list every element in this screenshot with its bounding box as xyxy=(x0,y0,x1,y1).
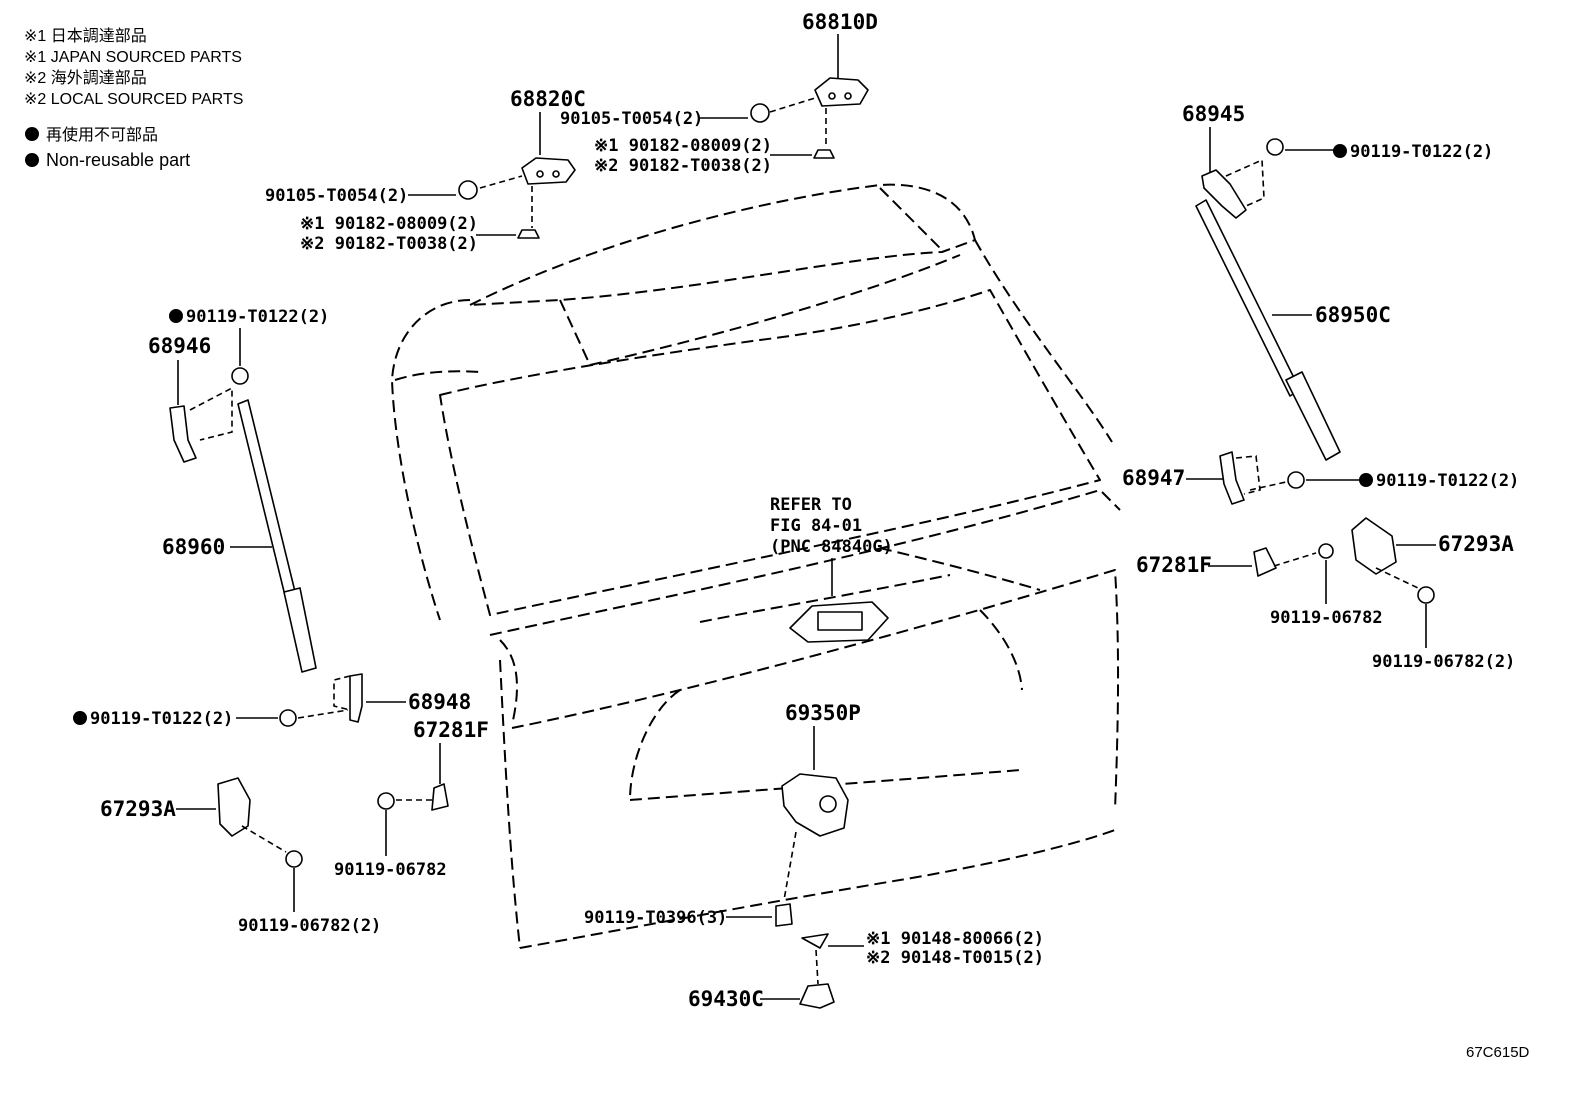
part-label-bolt-67293a-right: 90119-06782(2) xyxy=(1372,652,1515,672)
part-label-nut-left-1: ※1 90182-08009(2) xyxy=(300,214,478,234)
bolt-icon xyxy=(1417,586,1435,604)
part-label-bolt-68945: 90119-T0122(2) xyxy=(1350,142,1493,162)
part-label-bolt-69350p: 90119-T0396(3) xyxy=(584,908,727,928)
bolt-icon xyxy=(775,903,793,927)
legend-line-6: Non-reusable part xyxy=(46,150,190,170)
stopper-icon xyxy=(1253,547,1277,577)
stay-assembly-left: 90119-T0122(2) 68946 68960 xyxy=(148,307,329,673)
nut-icon xyxy=(813,149,835,159)
hinge-68810d: 68810D 90105-T0054(2) ※1 90182-08009(2) … xyxy=(560,10,878,176)
part-label-screw-top: 90105-T0054(2) xyxy=(560,109,703,129)
bolt-icon xyxy=(1287,471,1305,489)
part-label-67293a-left: 67293A xyxy=(100,797,176,821)
bolt-icon xyxy=(1318,543,1334,559)
non-reusable-dot-icon xyxy=(73,711,87,725)
legend-line-5: 再使用不可部品 xyxy=(46,126,158,144)
bracket-icon xyxy=(349,673,363,723)
hinge-68820c: 68820C 90105-T0054(2) ※1 90182-08009(2) … xyxy=(265,87,586,254)
non-reusable-dot-icon xyxy=(25,153,39,167)
bolt-icon xyxy=(231,367,249,385)
bolt-icon xyxy=(1266,138,1284,156)
part-label-68948: 68948 xyxy=(408,690,471,714)
bolt-icon xyxy=(377,792,395,810)
part-label-screw-69430-2: ※2 90148-T0015(2) xyxy=(866,948,1044,968)
non-reusable-dot-icon xyxy=(1333,144,1347,158)
handle-69430c: ※1 90148-80066(2) ※2 90148-T0015(2) 6943… xyxy=(688,929,1044,1011)
part-label-bolt-68946: 90119-T0122(2) xyxy=(186,307,329,327)
legend: ※1 日本調達部品 ※1 JAPAN SOURCED PARTS ※2 海外調達… xyxy=(24,27,243,170)
bracket-68948: 68948 90119-T0122(2) xyxy=(73,673,471,729)
part-label-bolt-68947: 90119-T0122(2) xyxy=(1376,471,1519,491)
bracket-icon xyxy=(169,405,197,463)
figure-code: 67C615D xyxy=(1466,1044,1530,1061)
refer-line-1: REFER TO xyxy=(770,495,852,515)
lock-icon xyxy=(781,773,849,837)
stopper-icon xyxy=(431,783,449,811)
legend-line-2: ※1 JAPAN SOURCED PARTS xyxy=(24,49,242,66)
part-label-bolt-67293a-left: 90119-06782(2) xyxy=(238,916,381,936)
damper-rod-icon xyxy=(237,399,301,617)
bracket-68947: 68947 90119-T0122(2) xyxy=(1122,451,1519,505)
stay-assembly-right: 68945 90119-T0122(2) 68950C xyxy=(1182,102,1493,461)
part-label-67281f-right: 67281F xyxy=(1136,553,1212,577)
nut-icon xyxy=(750,103,770,123)
nut-icon xyxy=(517,229,540,239)
hinge-icon xyxy=(814,77,869,107)
lock-69350p: 69350P 90119-T0396(3) xyxy=(584,701,861,928)
part-label-nut-left-2: ※2 90182-T0038(2) xyxy=(300,234,478,254)
part-label-68946: 68946 xyxy=(148,334,211,358)
part-label-bolt-67281f-left: 90119-06782 xyxy=(334,860,447,880)
bolt-icon xyxy=(285,850,303,868)
stopper-left: 67281F 90119-06782 67293A 90119-06782(2) xyxy=(100,718,489,936)
part-label-nut-top-1: ※1 90182-08009(2) xyxy=(594,136,772,156)
non-reusable-dot-icon xyxy=(25,127,39,141)
legend-line-4: ※2 LOCAL SOURCED PARTS xyxy=(24,91,243,108)
non-reusable-dot-icon xyxy=(1359,473,1373,487)
hinge-icon xyxy=(521,157,576,185)
part-label-68820c: 68820C xyxy=(510,87,586,111)
legend-line-3: ※2 海外調達部品 xyxy=(24,69,147,87)
nut-icon xyxy=(458,180,478,200)
screw-icon xyxy=(801,933,829,949)
handle-cover-icon xyxy=(799,983,835,1009)
bracket-icon xyxy=(1219,451,1245,505)
stopper-right: 67293A 90119-06782(2) 67281F 90119-06782 xyxy=(1136,517,1515,672)
non-reusable-dot-icon xyxy=(169,309,183,323)
part-label-bolt-67281f-right: 90119-06782 xyxy=(1270,608,1383,628)
part-label-screw-69430-1: ※1 90148-80066(2) xyxy=(866,929,1044,949)
damper-cylinder-icon xyxy=(1285,371,1341,461)
stopper-cushion-icon xyxy=(1351,517,1397,575)
part-label-68810d: 68810D xyxy=(802,10,878,34)
refer-line-2: FIG 84-01 xyxy=(770,516,862,536)
part-label-screw-left: 90105-T0054(2) xyxy=(265,186,408,206)
part-label-69350p: 69350P xyxy=(785,701,861,725)
bracket-icon xyxy=(1201,169,1247,219)
refer-note: REFER TO FIG 84-01 (PNC 84840G) xyxy=(770,495,893,643)
damper-rod-icon xyxy=(1195,199,1301,397)
part-label-67293a-right: 67293A xyxy=(1438,532,1514,556)
damper-cylinder-icon xyxy=(283,587,317,673)
part-label-nut-top-2: ※2 90182-T0038(2) xyxy=(594,156,772,176)
part-label-68950c: 68950C xyxy=(1315,303,1391,327)
bolt-icon xyxy=(279,709,297,727)
part-label-68945: 68945 xyxy=(1182,102,1245,126)
back-door-outline xyxy=(391,183,1121,949)
part-label-67281f-left: 67281F xyxy=(413,718,489,742)
part-label-69430c: 69430C xyxy=(688,987,764,1011)
part-label-68947: 68947 xyxy=(1122,466,1185,490)
refer-line-3: (PNC 84840G) xyxy=(770,537,893,557)
part-label-bolt-68948: 90119-T0122(2) xyxy=(90,709,233,729)
legend-line-1: ※1 日本調達部品 xyxy=(24,27,147,45)
stopper-cushion-icon xyxy=(217,777,251,837)
part-label-68960: 68960 xyxy=(162,535,225,559)
